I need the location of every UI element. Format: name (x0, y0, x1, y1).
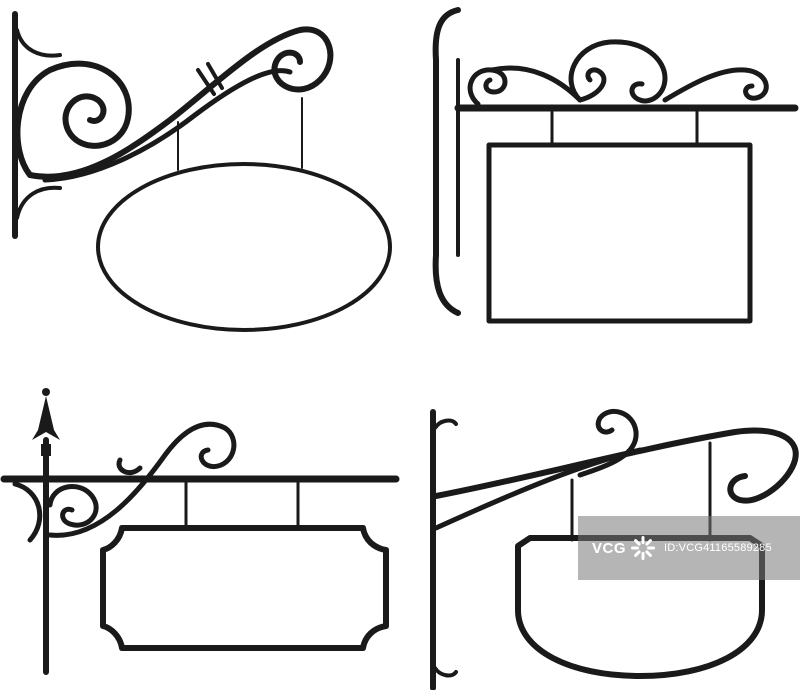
rectangle-board (486, 142, 753, 324)
small-curl (116, 457, 143, 475)
sign-notched-frame (0, 388, 400, 675)
bottom-curl (15, 185, 62, 220)
swoop-arm (47, 421, 237, 538)
scroll-center-left (568, 39, 668, 104)
curl-top (577, 408, 639, 478)
lower-arm (433, 447, 643, 531)
sweeping-arm (27, 26, 334, 180)
scroll-left (467, 67, 508, 107)
sign-rectangle (432, 7, 799, 324)
bottom-curl (433, 666, 458, 678)
spear-head (32, 396, 60, 440)
top-curl (433, 418, 458, 430)
left-spiral (14, 60, 132, 178)
spear-collar (41, 444, 51, 456)
upper-arm (433, 427, 799, 504)
finial-ball (42, 388, 50, 396)
watermark-logo: VCG (592, 535, 656, 561)
wall-bracket (432, 7, 461, 316)
scroll-right (662, 67, 769, 103)
arm-band (206, 62, 224, 90)
spiral-under (47, 484, 99, 528)
watermark-banner: VCG ID:VCG41165589285 (578, 516, 800, 580)
burst-icon (631, 536, 656, 560)
notched-board (100, 525, 389, 651)
oval-board (96, 162, 392, 332)
top-curl (15, 28, 62, 58)
sign-ornate-oval (12, 11, 392, 332)
sign-shield (430, 408, 799, 690)
watermark-brand: VCG (592, 539, 627, 557)
shield-board (515, 535, 765, 679)
arm-band (196, 68, 216, 96)
left-scroll (12, 481, 43, 543)
scroll-center-curl (577, 67, 607, 103)
lower-arm (42, 68, 293, 183)
watermark-id: ID:VCG41165589285 (664, 542, 772, 554)
